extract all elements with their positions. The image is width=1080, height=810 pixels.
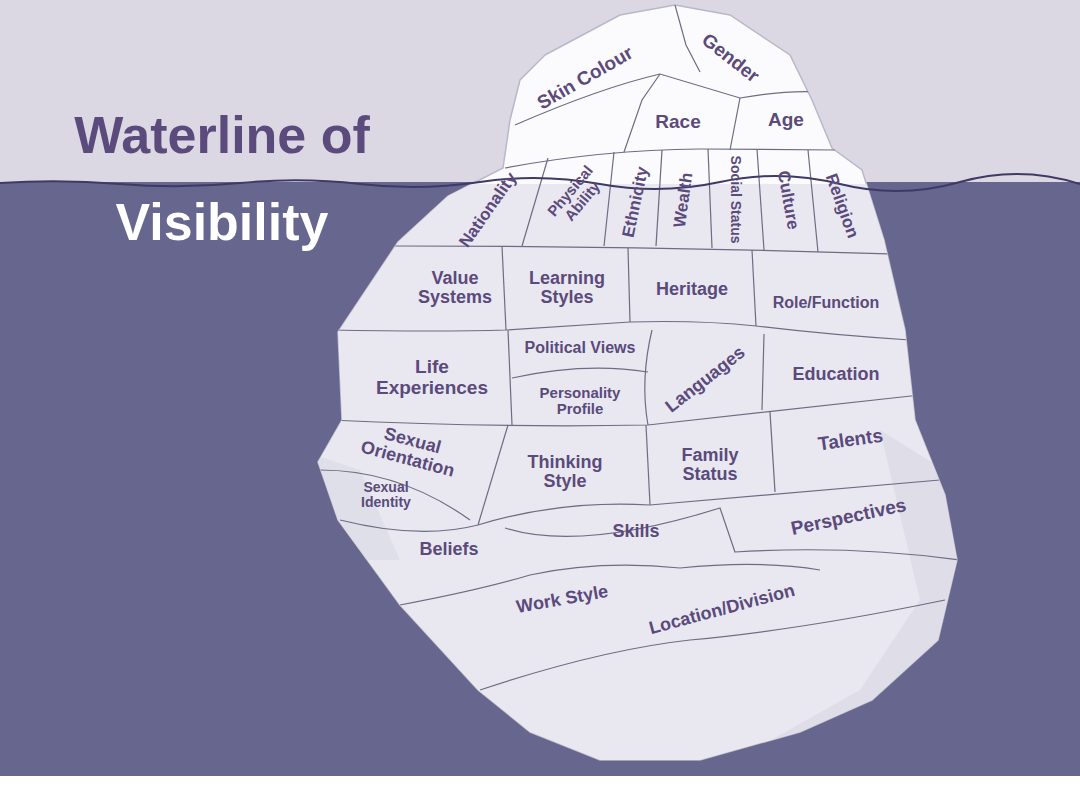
iceberg-cell-label: Ethnicity [620,165,653,239]
cell-divider [762,334,764,410]
iceberg-cell-label: Physical Ability [544,162,608,229]
iceberg-cell-label: Sexual Orientation [359,419,462,481]
cell-divider [330,322,630,331]
iceberg-cell-label: Talents [817,425,884,454]
iceberg-cell-label: Value Systems [418,269,492,308]
cell-divider [708,149,712,248]
cell-divider [630,322,910,341]
cell-divider [656,150,662,246]
iceberg-cell-label: Age [768,110,804,131]
cell-divider [330,395,920,426]
iceberg-shading [300,184,1000,784]
iceberg-cell-label: Languages [663,343,750,417]
iceberg-cell-label: Location/Division [647,581,797,639]
iceberg-cell-label: Nationality [456,169,521,251]
iceberg-cell-label: Religion [822,171,862,240]
iceberg-cell-label: Culture [774,169,802,231]
iceberg-cell-label: Beliefs [419,540,478,559]
cell-divider [646,425,650,505]
cell-divider [645,330,652,425]
cell-divider [505,149,835,168]
iceberg-cell-label: Thinking Style [528,453,603,492]
cell-divider [624,74,660,152]
cell-divider [508,330,512,425]
iceberg-cell-label: Role/Function [773,294,880,311]
cell-divider [770,412,775,492]
iceberg-cell-label: Life Experiences [376,357,488,398]
bottom-strip [0,776,1080,810]
iceberg-cell-label: Social Status [727,156,742,244]
iceberg-cell-label: Heritage [656,280,728,299]
cell-divider [675,5,700,72]
diagram-title: Waterline of Visibility [2,92,442,266]
underwater-tint [300,184,1000,784]
cell-divider [604,152,614,246]
cell-divider [522,158,548,246]
cell-divider [478,425,508,525]
cell-divider [757,149,764,250]
cell-divider [502,246,506,330]
cell-divider [628,248,630,322]
iceberg-cell-label: Work Style [515,582,610,617]
cell-divider [752,250,756,326]
iceberg-cell-label: Wealth [671,171,697,228]
iceberg-cell-label: Sexual Identity [361,480,411,510]
iceberg-cell-label: Gender [697,29,762,86]
iceberg-cell-label: Personality Profile [540,385,621,417]
iceberg-cell-label: Family Status [681,446,738,485]
iceberg-cell-label: Race [655,112,700,133]
iceberg-cell-label: Education [792,365,879,384]
iceberg-cell-label: Learning Styles [529,269,605,308]
iceberg-cell-label: Skin Colour [534,42,637,113]
iceberg-cell-label: Political Views [525,339,636,356]
cell-divider [730,98,740,150]
iceberg-cell-label: Perspectives [790,495,909,539]
iceberg-cell-label: Skills [612,522,659,541]
cell-divider [808,150,818,252]
cell-divider [512,368,648,378]
